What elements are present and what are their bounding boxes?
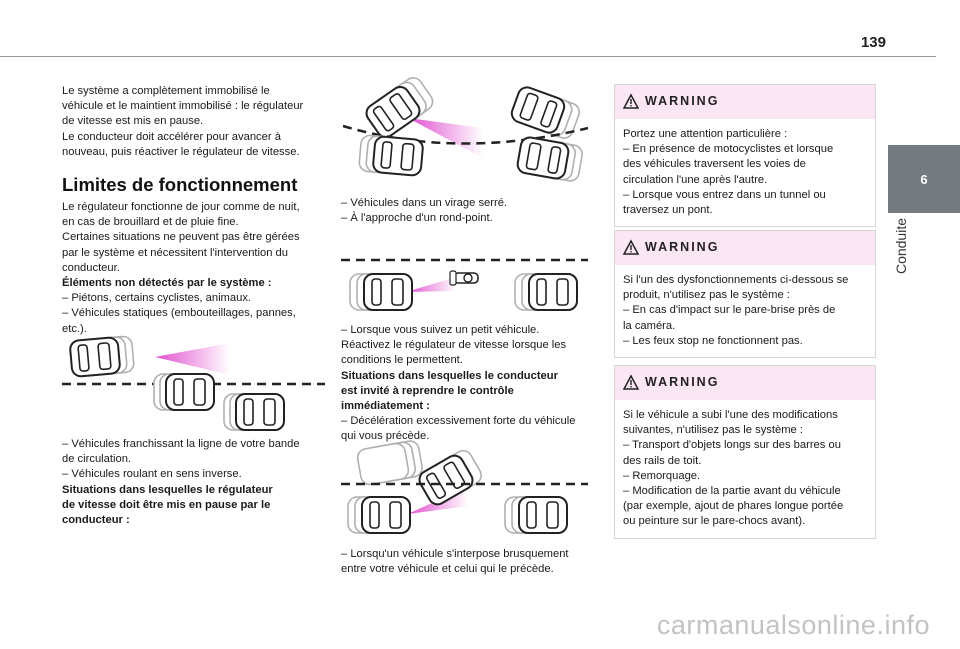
caption-bend: – Véhicules dans un virage serré. – À l'… (341, 196, 596, 226)
body-line: conducteur. (62, 261, 120, 274)
warning-line: – Lorsque vous entrez dans un tunnel ou (623, 188, 826, 201)
warning-line: la caméra. (623, 319, 676, 332)
warning-triangle-icon (622, 93, 640, 109)
warning-line: suivantes, n'utilisez pas le système : (623, 424, 803, 437)
lane-line (342, 124, 589, 145)
motorcycle-icon (449, 270, 479, 286)
warning-line: – Les feux stop ne fonctionnent pas. (623, 334, 803, 347)
warning-header: WARNING (615, 85, 875, 119)
warning-triangle-icon (622, 239, 640, 255)
page-number: 139 (860, 34, 886, 51)
warning-header: WARNING (615, 231, 875, 265)
pause-title: de vitesse doit être mis en pause par le (62, 498, 271, 511)
caption-line: conditions le permettent. (341, 354, 463, 367)
warning-line: – Modification de la partie avant du véh… (623, 485, 841, 498)
chapter-tab[interactable]: 6 (888, 145, 960, 213)
section-heading: Limites de fonctionnement (62, 174, 298, 196)
caption-line: – Véhicules dans un virage serré. (341, 197, 508, 209)
warning-body: Portez une attention particulière : – En… (615, 119, 875, 226)
undetected-item: – Piétons, certains cyclistes, animaux. (62, 292, 252, 305)
warning-line: traversez un pont. (623, 204, 713, 217)
body-line: en cas de brouillard et de pluie fine. (62, 216, 239, 229)
warning-line: circulation l'une après l'autre. (623, 173, 768, 186)
intervene-title: est invité à reprendre le contrôle (341, 384, 514, 397)
warning-line: Portez une attention particulière : (623, 128, 788, 140)
list-line: – Véhicules franchissant la ligne de vot… (62, 438, 300, 450)
pause-title: conducteur : (62, 514, 130, 527)
warning-box-1: WARNING Portez une attention particulièr… (614, 84, 876, 228)
illustration-small-vehicle (341, 258, 588, 311)
caption-line: – Lorsque vous suivez un petit véhicule. (341, 324, 540, 336)
header-rule (0, 56, 936, 57)
warning-line: Si le véhicule a subi l'une des modifica… (623, 409, 838, 421)
intro-line: de vitesse est mis en pause. (62, 115, 204, 128)
warning-line: – Transport d'objets longs sur des barre… (623, 439, 841, 452)
undetected-item: – Véhicules statiques (embouteillages, p… (62, 307, 296, 320)
caption-cut-in: – Lorsqu'un véhicule s'interpose brusque… (341, 547, 596, 577)
warning-line: – En présence de motocyclistes et lorsqu… (623, 143, 834, 156)
body-line: par le système et nécessitent l'interven… (62, 246, 289, 259)
intervene-title: Situations dans lesquelles le conducteur (341, 369, 558, 382)
chapter-number: 6 (920, 171, 928, 187)
column-left: Le système a complètement immobilisé le … (62, 84, 332, 337)
warning-line: Si l'un des dysfonctionnements ci-dessou… (623, 274, 849, 286)
warning-triangle-icon (622, 374, 640, 390)
intro-line: nouveau, puis réactiver le régulateur de… (62, 145, 300, 158)
caption-line: Réactivez le régulateur de vitesse lorsq… (341, 339, 567, 352)
warning-line: des rails de toit. (623, 454, 702, 467)
pause-title: Situations dans lesquelles le régulateur (62, 483, 273, 496)
warning-body: Si l'un des dysfonctionnements ci-dessou… (615, 265, 875, 357)
list-line: – Véhicules roulant en sens inverse. (62, 468, 242, 481)
intro-line: véhicule et le maintient immobilisé : le… (62, 100, 304, 113)
warning-line: des véhicules traversent les voies de (623, 158, 806, 171)
warning-line: – Remorquage. (623, 469, 701, 482)
caption-line: – Lorsqu'un véhicule s'interpose brusque… (341, 548, 569, 560)
intervene-item: qui vous précède. (341, 430, 430, 443)
warning-line: – En cas d'impact sur le pare-brise près… (623, 304, 836, 317)
watermark: carmanualsonline.info (656, 610, 930, 640)
warning-line: produit, n'utilisez pas le système : (623, 289, 790, 302)
caption-line: – À l'approche d'un rond-point. (341, 212, 493, 225)
warning-box-2: WARNING Si l'un des dysfonctionnements c… (614, 230, 876, 359)
detection-beam (155, 343, 230, 375)
column-middle: – Lorsque vous suivez un petit véhicule.… (341, 323, 596, 445)
warning-line: ou peinture sur le pare-chocs avant). (623, 515, 806, 528)
chapter-title: Conduite (893, 218, 909, 275)
body-line: Le régulateur fonctionne de jour comme d… (62, 201, 300, 214)
warning-box-3: WARNING Si le véhicule a subi l'une des … (614, 365, 876, 539)
illustration-cut-in (341, 438, 588, 534)
undetected-item: etc.). (62, 322, 87, 335)
warning-title: WARNING (645, 94, 720, 108)
illustration-sharp-bend (342, 73, 589, 184)
warning-title: WARNING (645, 240, 720, 254)
warning-title: WARNING (645, 375, 720, 389)
warning-body: Si le véhicule a subi l'une des modifica… (615, 400, 875, 538)
intro-line: Le système a complètement immobilisé le (62, 85, 270, 97)
warning-line: (par exemple, ajout de phares longue por… (623, 500, 844, 513)
intro-line: Le conducteur doit accélérer pour avance… (62, 130, 281, 143)
undetected-title: Éléments non détectés par le système : (62, 277, 272, 290)
column-left-lower: – Véhicules franchissant la ligne de vot… (62, 437, 332, 528)
list-line: de circulation. (62, 453, 132, 466)
intervene-title: immédiatement : (341, 400, 430, 413)
chapter-label: Conduite (893, 218, 913, 298)
body-line: Certaines situations ne peuvent pas être… (62, 231, 300, 244)
intervene-item: – Décélération excessivement forte du vé… (341, 415, 576, 428)
warning-header: WARNING (615, 366, 875, 400)
illustration-lane-crossing (62, 334, 325, 431)
detection-beam (408, 118, 483, 158)
caption-line: entre votre véhicule et celui qui le pré… (341, 563, 554, 576)
detection-beam (406, 277, 456, 292)
